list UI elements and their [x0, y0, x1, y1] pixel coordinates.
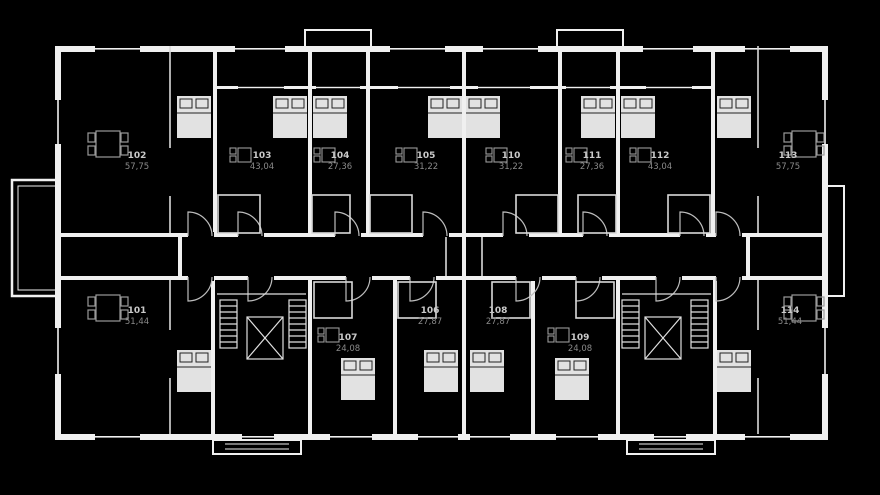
- apartment-area: 51,44: [125, 317, 149, 327]
- table-chairs-icon: [629, 147, 652, 163]
- apartment-labels: 102 57,75 103 43,04 104 27,36 105 31,22 …: [125, 151, 802, 354]
- bathroom: [491, 281, 531, 319]
- bathroom: [515, 194, 559, 234]
- balcony-bump-left: [304, 29, 372, 48]
- apartment-label-114: 114 51,44: [778, 306, 802, 327]
- apartment-number: 110: [502, 151, 521, 161]
- bathroom: [369, 194, 413, 234]
- apartment-area: 43,04: [250, 162, 274, 172]
- table-chairs-icon: [229, 147, 252, 163]
- elevator-shaft: [644, 316, 682, 360]
- table-chairs-icon: [395, 147, 418, 163]
- stairwell-left: [217, 293, 307, 360]
- bed-icon: [465, 95, 501, 139]
- bed-icon: [176, 349, 212, 393]
- apartment-number: 102: [128, 151, 147, 161]
- bed-icon: [427, 95, 463, 139]
- table-chairs-icon: [317, 327, 340, 343]
- entrance-porch-left: [212, 439, 302, 455]
- elevator-shaft: [246, 316, 284, 360]
- apartment-number: 114: [781, 306, 800, 316]
- apartment-area: 31,22: [499, 162, 523, 172]
- left-bay: [10, 178, 55, 298]
- door-openings: [188, 232, 742, 281]
- apartment-label-113: 113 57,75: [776, 151, 800, 172]
- bed-icon: [423, 349, 459, 393]
- bathroom: [577, 194, 617, 234]
- entrance-porch-right: [626, 439, 716, 455]
- apartment-area: 51,44: [778, 317, 802, 327]
- apartment-label-101: 101 51,44: [125, 306, 149, 327]
- apartment-number: 109: [571, 333, 590, 343]
- dining-table-icon: [87, 130, 129, 158]
- apartment-number: 104: [331, 151, 350, 161]
- apartment-area: 27,87: [418, 317, 442, 327]
- apartment-label-110: 110 31,22: [499, 151, 523, 172]
- apartment-area: 27,36: [580, 162, 604, 172]
- apartment-area: 24,08: [336, 344, 360, 354]
- apartment-label-107: 107 24,08: [336, 333, 360, 354]
- apartment-label-104: 104 27,36: [328, 151, 352, 172]
- door-arcs: [187, 211, 741, 302]
- apartment-number: 105: [417, 151, 436, 161]
- bathroom: [397, 281, 437, 319]
- balcony-bump-right: [556, 29, 624, 48]
- apartment-number: 111: [583, 151, 602, 161]
- bed-icon: [272, 95, 308, 139]
- apartment-number: 106: [421, 306, 440, 316]
- apartment-label-106: 106 27,87: [418, 306, 442, 327]
- apartment-area: 57,75: [776, 162, 800, 172]
- apartment-number: 101: [128, 306, 147, 316]
- bathroom: [217, 194, 261, 234]
- apartment-area: 57,75: [125, 162, 149, 172]
- table-chairs-icon: [547, 327, 570, 343]
- interior-partitions: [169, 46, 759, 434]
- apartment-area: 31,22: [414, 162, 438, 172]
- bays-and-porches: [10, 29, 845, 455]
- apartment-number: 108: [489, 306, 508, 316]
- dining-table-icon: [87, 294, 129, 322]
- bed-icon: [716, 95, 752, 139]
- right-bay: [828, 185, 845, 297]
- apartment-label-102: 102 57,75: [125, 151, 149, 172]
- apartment-label-111: 111 27,36: [580, 151, 604, 172]
- bathroom: [667, 194, 711, 234]
- bed-icon: [176, 95, 212, 139]
- stairwell-right: [621, 293, 711, 360]
- apartment-number: 107: [339, 333, 358, 343]
- bathroom: [575, 281, 615, 319]
- bed-icon: [340, 357, 376, 401]
- apartment-label-112: 112 43,04: [648, 151, 672, 172]
- apartment-number: 113: [779, 151, 798, 161]
- bed-icon: [312, 95, 348, 139]
- apartment-label-109: 109 24,08: [568, 333, 592, 354]
- bathroom: [313, 281, 353, 319]
- apartment-number: 112: [651, 151, 670, 161]
- apartment-number: 103: [253, 151, 272, 161]
- windows: [54, 45, 829, 441]
- bed-icon: [580, 95, 616, 139]
- apartment-label-108: 108 27,87: [486, 306, 510, 327]
- bed-icon: [620, 95, 656, 139]
- bed-icon: [716, 349, 752, 393]
- apartment-area: 43,04: [648, 162, 672, 172]
- apartment-area: 27,87: [486, 317, 510, 327]
- bathroom: [311, 194, 351, 234]
- apartment-label-105: 105 31,22: [414, 151, 438, 172]
- apartment-label-103: 103 43,04: [250, 151, 274, 172]
- bed-icon: [469, 349, 505, 393]
- bed-icon: [554, 357, 590, 401]
- apartment-area: 27,36: [328, 162, 352, 172]
- apartment-area: 24,08: [568, 344, 592, 354]
